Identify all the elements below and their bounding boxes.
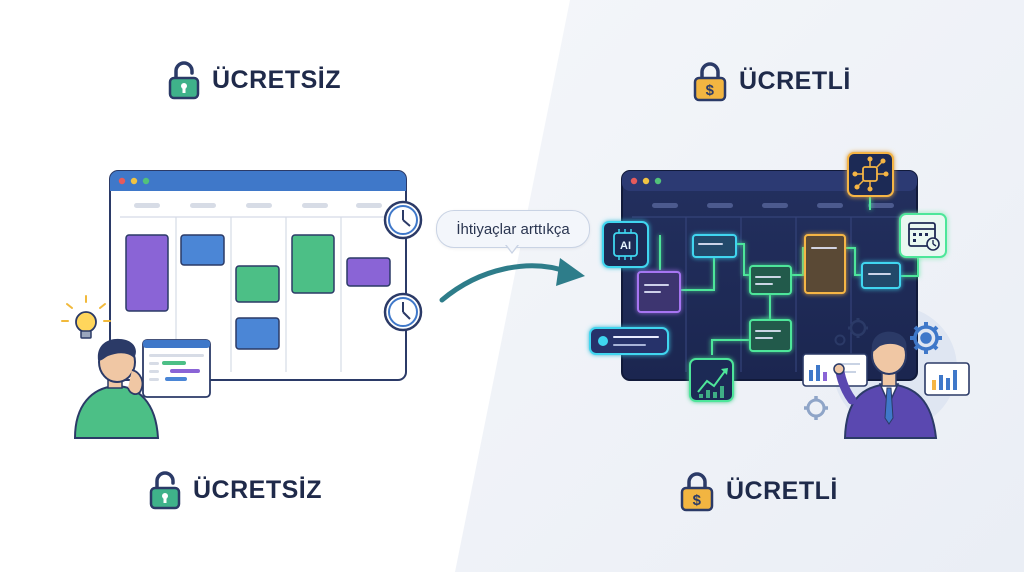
dollar-padlock-icon: $ (680, 472, 714, 512)
businessman-illustration (833, 331, 938, 439)
bar-chart-card[interactable] (924, 362, 970, 396)
ai-chip-icon[interactable]: AI (602, 221, 649, 268)
window-close-dot[interactable] (630, 177, 638, 185)
needs-grow-bubble: İhtiyaçlar arttıkça (436, 210, 590, 248)
network-hub-icon[interactable] (847, 152, 894, 197)
task-card[interactable] (235, 265, 280, 303)
gear-icon (804, 396, 828, 420)
dollar-padlock-icon: $ (693, 62, 727, 102)
free-bottom-text: ÜCRETSİZ (193, 475, 322, 504)
clock-icon (383, 200, 423, 240)
free-board-window (109, 170, 407, 381)
window-close-dot[interactable] (118, 177, 126, 185)
calendar-clock-icon[interactable] (899, 213, 947, 258)
paid-bottom-label: $ ÜCRETLİ (680, 470, 838, 512)
free-bottom-label: ÜCRETSİZ (149, 470, 322, 510)
unlocked-padlock-icon (149, 471, 181, 510)
svg-text:$: $ (693, 492, 702, 509)
free-title-text: ÜCRETSİZ (212, 65, 341, 94)
paid-title: $ ÜCRETLİ (693, 60, 851, 102)
window-maximize-dot[interactable] (654, 177, 662, 185)
task-card[interactable] (291, 234, 335, 294)
paid-bottom-text: ÜCRETLİ (726, 476, 838, 505)
window-maximize-dot[interactable] (142, 177, 150, 185)
gantt-tablet (142, 339, 211, 398)
clock-icon (383, 292, 423, 332)
lightbulb-icon (61, 295, 111, 339)
svg-text:$: $ (706, 82, 715, 99)
paid-title-text: ÜCRETLİ (739, 66, 851, 95)
gear-icon (910, 322, 942, 354)
task-card[interactable] (346, 257, 391, 287)
svg-text:AI: AI (620, 240, 631, 252)
free-title: ÜCRETSİZ (168, 60, 341, 100)
chat-message-icon[interactable] (589, 327, 669, 355)
ai-task-card[interactable] (804, 234, 846, 294)
window-minimize-dot[interactable] (642, 177, 650, 185)
window-minimize-dot[interactable] (130, 177, 138, 185)
thinking-person-illustration (73, 338, 160, 439)
ai-task-card[interactable] (692, 234, 737, 258)
task-card[interactable] (180, 234, 225, 266)
growth-chart-icon[interactable] (689, 358, 734, 402)
growth-arrow (439, 258, 585, 303)
bubble-text: İhtiyaçlar arttıkça (456, 220, 570, 238)
task-card[interactable] (235, 317, 280, 350)
gear-icon (834, 334, 846, 346)
unlocked-padlock-icon (168, 61, 200, 100)
ai-task-card[interactable] (861, 262, 901, 289)
bubble-tail-inner (506, 244, 518, 252)
task-card[interactable] (125, 234, 169, 312)
ai-task-card[interactable] (749, 265, 792, 295)
ai-task-card[interactable] (749, 319, 792, 352)
gear-icon (848, 318, 868, 338)
